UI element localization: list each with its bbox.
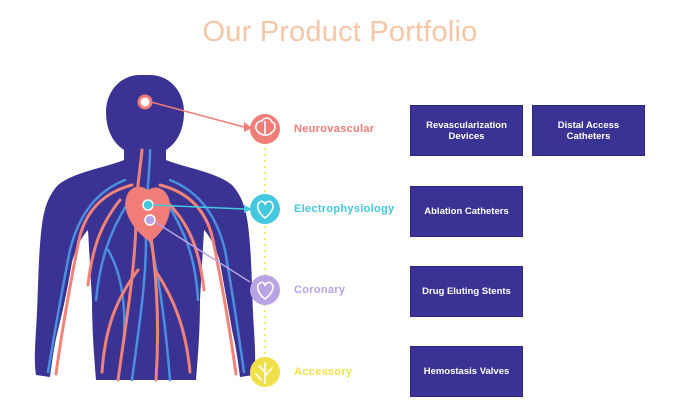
heart-organ [125, 186, 171, 242]
heart-icon [256, 281, 274, 301]
category-label-accessory: Accessory [294, 366, 353, 378]
category-node-electrophysiology [250, 194, 280, 224]
category-label-neurovascular: Neurovascular [294, 123, 375, 135]
category-node-coronary [250, 275, 280, 305]
product-box-ablation-catheters: Ablation Catheters [410, 186, 523, 237]
page-title: Our Product Portfolio [202, 16, 478, 48]
category-label-electrophysiology: Electrophysiology [294, 203, 395, 215]
product-box-drug-eluting-stents: Drug Eluting Stents [410, 266, 523, 317]
product-box-distal-access-catheters: Distal Access Catheters [532, 105, 645, 156]
vessel-icon [255, 362, 273, 384]
connector-lines [150, 101, 252, 283]
category-label-coronary: Coronary [294, 284, 346, 296]
heart-icon [256, 200, 274, 220]
heart-marker-coronary [144, 214, 156, 226]
head-marker [137, 94, 153, 110]
brain-icon [255, 117, 276, 136]
heart-marker-electro [142, 199, 154, 211]
category-node-neurovascular [250, 114, 280, 144]
category-node-accessory [250, 357, 280, 387]
product-box-revascularization-devices: Revascularization Devices [410, 105, 523, 156]
product-box-hemostasis-valves: Hemostasis Valves [410, 346, 523, 397]
